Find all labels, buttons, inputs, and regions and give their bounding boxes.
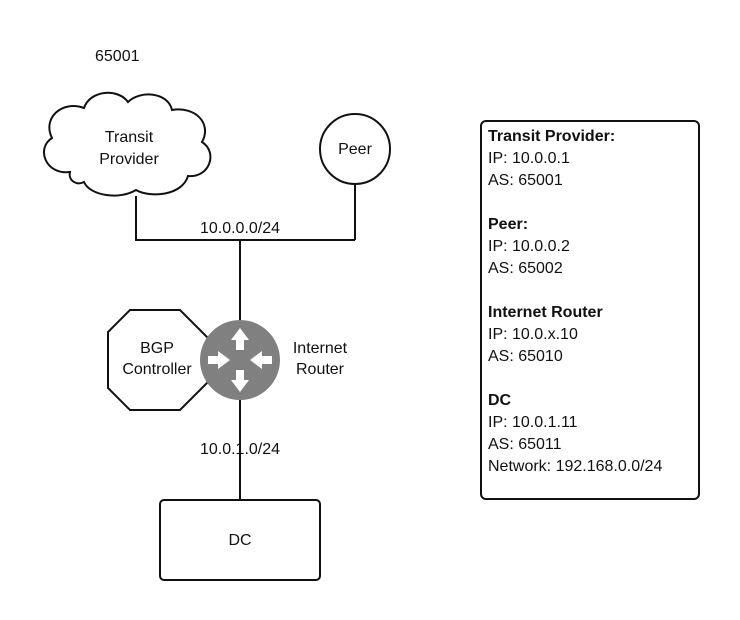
info-title: Transit Provider: [488, 128, 616, 145]
dc-label: DC [228, 532, 251, 549]
info-title: DC [488, 392, 512, 409]
dc-node [159, 499, 321, 581]
info-section-dc: DC IP: 10.0.1.11 AS: 65011 Network: 192.… [488, 390, 692, 478]
transit-link [135, 196, 355, 241]
info-title: Internet Router [488, 304, 603, 321]
info-line: IP: 10.0.0.1 [488, 150, 570, 167]
info-line: AS: 65001 [488, 172, 563, 189]
transit-provider-cloud [43, 91, 212, 197]
router-icon [200, 320, 280, 400]
peer-node [319, 113, 391, 185]
info-line: Network: 192.168.0.0/24 [488, 458, 663, 475]
bgp-label-line1: BGP [140, 340, 174, 357]
info-panel: Transit Provider: IP: 10.0.0.1 AS: 65001… [480, 120, 700, 500]
info-section-transit: Transit Provider: IP: 10.0.0.1 AS: 65001 [488, 126, 692, 192]
info-line: AS: 65002 [488, 260, 563, 277]
info-section-router: Internet Router IP: 10.0.x.10 AS: 65010 [488, 302, 692, 368]
router-label-line2: Router [296, 361, 345, 378]
transit-label-line1: Transit [105, 129, 154, 146]
lower-network-label: 10.0.1.0/24 [200, 441, 280, 458]
bgp-label-line2: Controller [122, 361, 192, 378]
as-number-label: 65001 [95, 48, 140, 65]
info-line: AS: 65010 [488, 348, 563, 365]
info-line: AS: 65011 [488, 436, 562, 453]
info-line: IP: 10.0.x.10 [488, 326, 578, 343]
info-line: IP: 10.0.0.2 [488, 238, 570, 255]
info-line: IP: 10.0.1.11 [488, 414, 578, 431]
transit-label-line2: Provider [99, 151, 159, 168]
peer-label: Peer [338, 141, 372, 158]
router-label-line1: Internet [293, 340, 348, 357]
bgp-controller-node [107, 309, 209, 411]
info-title: Peer: [488, 216, 529, 233]
info-section-peer: Peer: IP: 10.0.0.2 AS: 65002 [488, 214, 692, 280]
upper-network-label: 10.0.0.0/24 [200, 220, 280, 237]
